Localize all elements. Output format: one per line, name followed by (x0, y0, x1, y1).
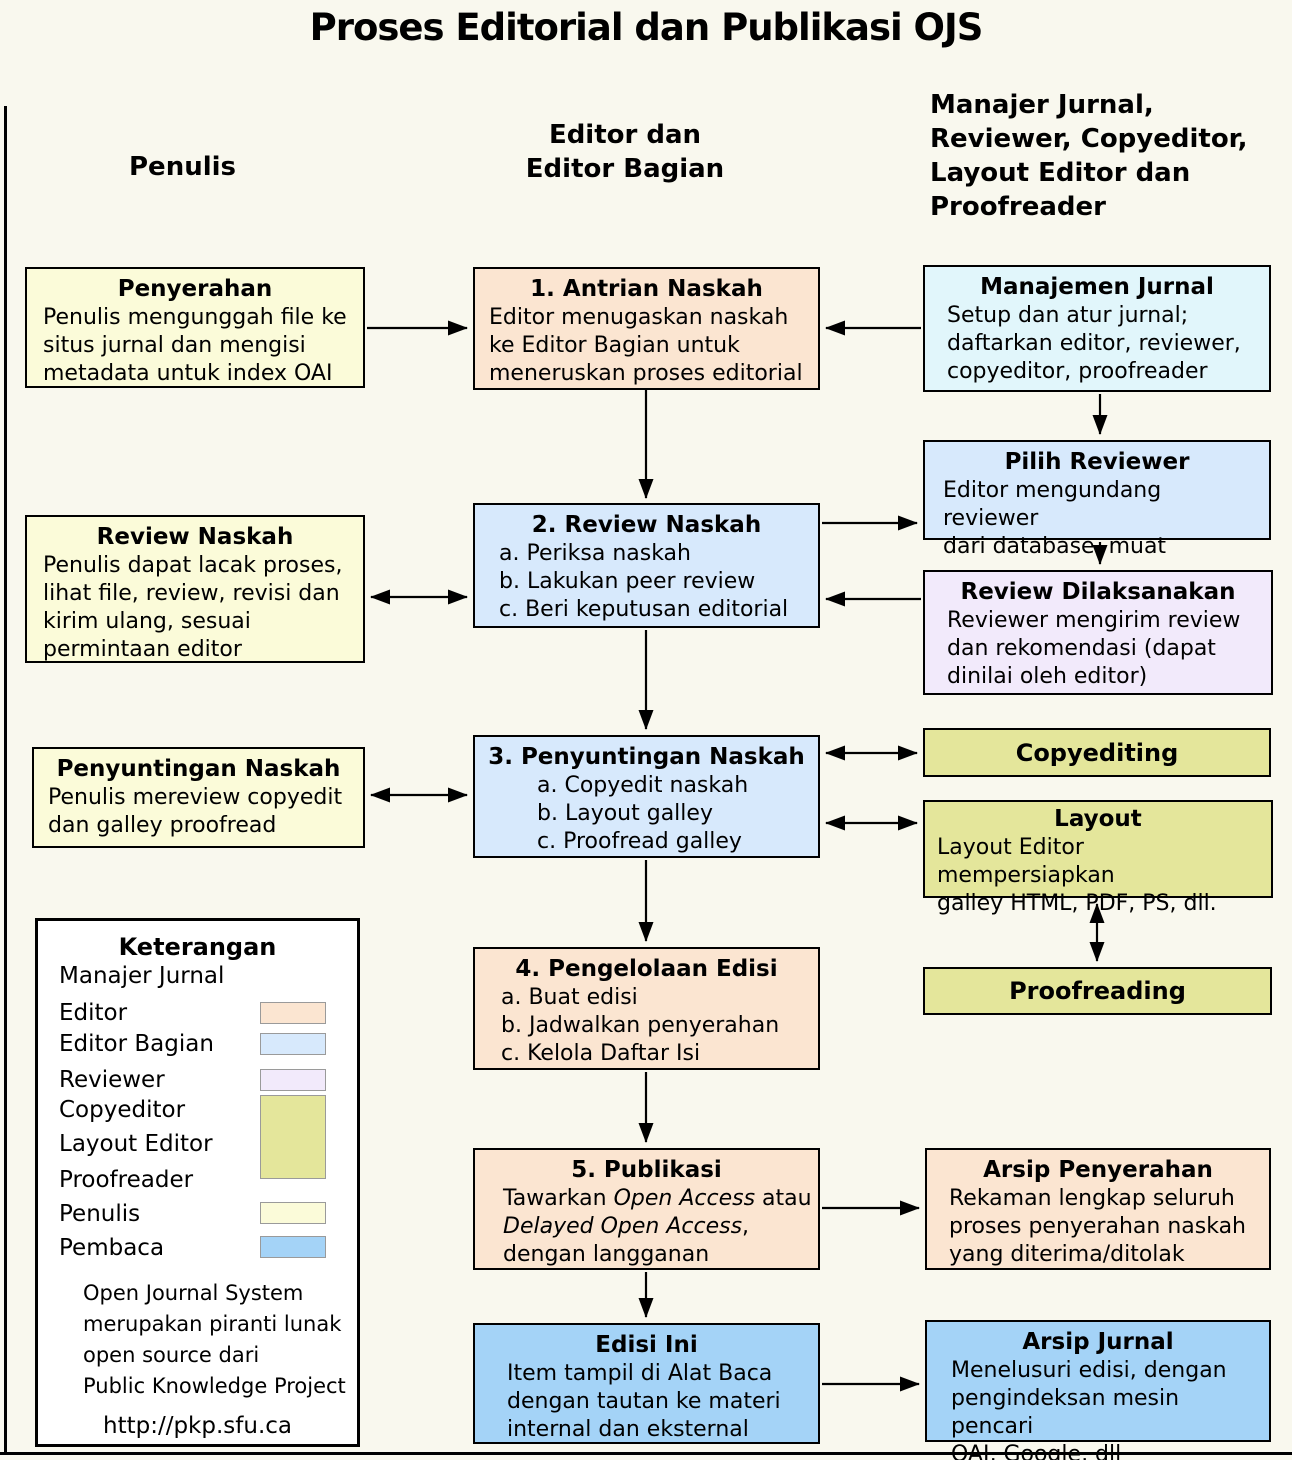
legend-label-penulis: Penulis (59, 1201, 141, 1227)
column-header-penulis: Penulis (129, 152, 237, 182)
legend-label-editor: Editor (59, 1000, 128, 1026)
legend-swatch-pembaca (260, 1236, 326, 1258)
box-review-naskah-penulis-title: Review Naskah (96, 524, 294, 550)
box-edisi-ini: Edisi Ini Item tampil di Alat Baca denga… (473, 1323, 820, 1444)
box-arsip-penyerahan-title: Arsip Penyerahan (983, 1157, 1213, 1183)
box-review-dilaksanakan-title: Review Dilaksanakan (960, 579, 1236, 605)
box-copyediting: Copyediting (923, 728, 1271, 777)
box-review-naskah: 2. Review Naskah a. Periksa naskah b. La… (473, 503, 820, 628)
box-review-naskah-body: a. Periksa naskah b. Lakukan peer review… (499, 541, 789, 622)
box-penyuntingan-naskah-penulis-title: Penyuntingan Naskah (56, 756, 341, 782)
box-layout: Layout Layout Editor mempersiapkan galle… (923, 800, 1273, 916)
box-review-dilaksanakan-body: Reviewer mengirim review dan rekomendasi… (947, 608, 1241, 689)
box-penyuntingan-naskah-title: 3. Penyuntingan Naskah (488, 744, 805, 770)
legend-label-manajer-jurnal: Manajer Jurnal (59, 963, 225, 989)
box-publikasi: 5. Publikasi Tawarkan Open Access atau D… (473, 1148, 820, 1270)
legend-swatch-reviewer (260, 1069, 326, 1091)
box-penyuntingan-naskah-body: a. Copyedit naskah b. Layout galley c. P… (537, 773, 749, 854)
legend-url: http://pkp.sfu.ca (103, 1413, 292, 1439)
legend-swatch-editor-bagian (260, 1033, 326, 1055)
box-manajemen-jurnal: Manajemen Jurnal Setup dan atur jurnal; … (923, 265, 1271, 392)
box-arsip-penyerahan-body: Rekaman lengkap seluruh proses penyeraha… (949, 1186, 1246, 1267)
box-antrian-naskah: 1. Antrian Naskah Editor menugaskan nask… (473, 267, 820, 390)
box-arsip-jurnal: Arsip Jurnal Menelusuri edisi, dengan pe… (925, 1320, 1271, 1460)
box-review-naskah-title: 2. Review Naskah (531, 512, 762, 538)
box-copyediting-title: Copyediting (1015, 738, 1179, 767)
box-penyerahan-title: Penyerahan (117, 276, 273, 302)
box-penyerahan-body: Penulis mengunggah file ke situs jurnal … (43, 305, 347, 386)
box-antrian-naskah-title: 1. Antrian Naskah (530, 276, 763, 302)
box-arsip-jurnal-body: Menelusuri edisi, dengan pengindeksan me… (951, 1358, 1227, 1460)
box-proofreading-title: Proofreading (1009, 977, 1186, 1005)
frame-bottom (0, 1452, 1292, 1455)
legend-note: Open Journal System merupakan piranti lu… (83, 1281, 346, 1398)
box-penyerahan: Penyerahan Penulis mengunggah file ke si… (25, 267, 365, 388)
box-edisi-ini-title: Edisi Ini (595, 1332, 698, 1358)
box-penyuntingan-naskah-penulis-body: Penulis mereview copyedit dan galley pro… (48, 785, 343, 838)
legend-label-pembaca: Pembaca (59, 1235, 165, 1261)
column-header-manajer: Manajer Jurnal, Reviewer, Copyeditor, La… (930, 90, 1248, 222)
box-arsip-penyerahan: Arsip Penyerahan Rekaman lengkap seluruh… (925, 1148, 1271, 1270)
legend-swatch-editor (260, 1002, 326, 1024)
box-arsip-jurnal-title: Arsip Jurnal (1022, 1329, 1174, 1355)
box-pilih-reviewer: Pilih Reviewer Editor mengundang reviewe… (923, 440, 1271, 559)
box-edisi-ini-body: Item tampil di Alat Baca dengan tautan k… (507, 1361, 781, 1442)
legend-label-layout-editor: Layout Editor (59, 1131, 213, 1157)
box-review-dilaksanakan: Review Dilaksanakan Reviewer mengirim re… (923, 570, 1273, 695)
box-manajemen-jurnal-body: Setup dan atur jurnal; daftarkan editor,… (947, 303, 1241, 384)
frame-left (4, 106, 7, 1455)
box-penyuntingan-naskah: 3. Penyuntingan Naskah a. Copyedit naska… (473, 735, 820, 858)
box-proofreading: Proofreading (923, 967, 1272, 1015)
page-title: Proses Editorial dan Publikasi OJS (309, 6, 984, 49)
box-pengelolaan-edisi-body: a. Buat edisi b. Jadwalkan penyerahan c.… (501, 985, 780, 1066)
box-review-naskah-penulis: Review Naskah Penulis dapat lacak proses… (25, 515, 365, 663)
legend-swatch-copyeditor-layout-proofreader (260, 1095, 326, 1179)
box-review-naskah-penulis-body: Penulis dapat lacak proses, lihat file, … (43, 553, 343, 662)
legend-box: Keterangan Manajer Jurnal Editor Editor … (35, 918, 360, 1447)
legend-swatch-penulis (260, 1202, 326, 1224)
legend-title: Keterangan (118, 933, 277, 961)
box-penyuntingan-naskah-penulis: Penyuntingan Naskah Penulis mereview cop… (32, 747, 365, 848)
legend-label-reviewer: Reviewer (59, 1067, 165, 1093)
box-publikasi-body: Tawarkan Open Access atau Delayed Open A… (503, 1186, 812, 1267)
box-pengelolaan-edisi-title: 4. Pengelolaan Edisi (515, 956, 778, 982)
box-antrian-naskah-body: Editor menugaskan naskah ke Editor Bagia… (489, 305, 803, 386)
box-publikasi-title: 5. Publikasi (571, 1157, 722, 1183)
box-manajemen-jurnal-title: Manajemen Jurnal (980, 274, 1214, 300)
legend-label-copyeditor: Copyeditor (59, 1097, 186, 1123)
box-pilih-reviewer-title: Pilih Reviewer (1004, 449, 1190, 475)
box-pengelolaan-edisi: 4. Pengelolaan Edisi a. Buat edisi b. Ja… (473, 947, 820, 1070)
legend-label-proofreader: Proofreader (59, 1167, 194, 1193)
column-header-editor: Editor dan Editor Bagian (525, 120, 725, 184)
box-layout-title: Layout (1054, 806, 1142, 832)
legend-label-editor-bagian: Editor Bagian (59, 1031, 214, 1057)
box-pilih-reviewer-body: Editor mengundang reviewer dari database… (943, 478, 1167, 559)
box-layout-body: Layout Editor mempersiapkan galley HTML,… (937, 835, 1217, 916)
